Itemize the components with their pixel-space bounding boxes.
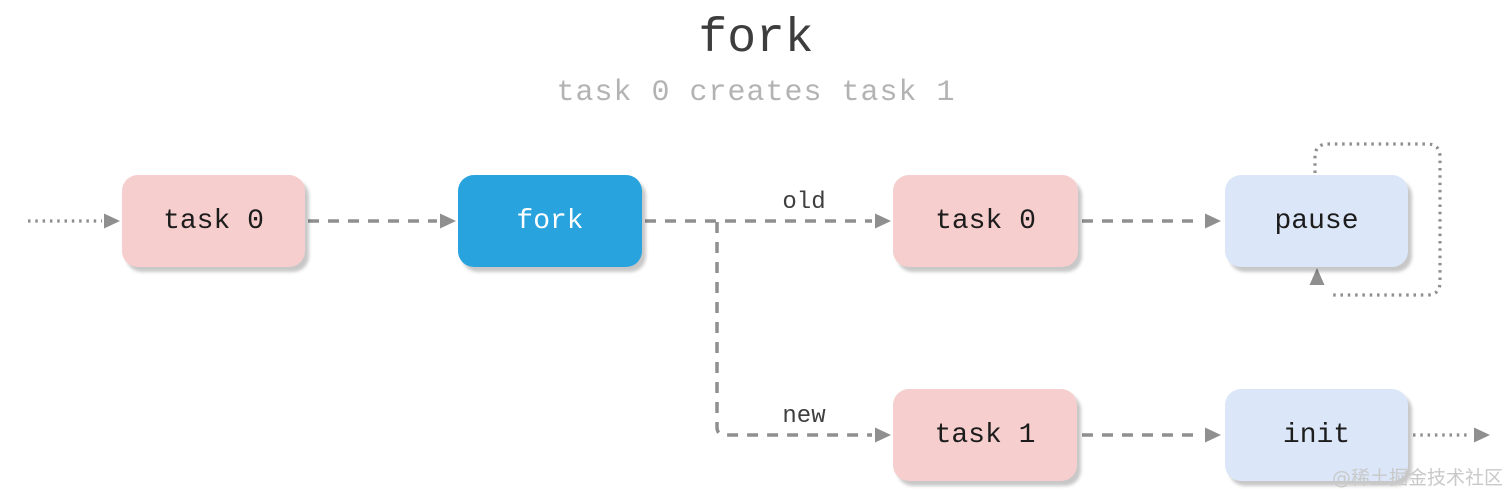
arrowhead-exit <box>1474 427 1490 443</box>
node-task0-before-fork: task 0 <box>122 175 305 267</box>
arrowhead-task1-to-init <box>1205 427 1221 443</box>
node-label: task 0 <box>163 205 264 237</box>
arrowhead-pause-loop <box>1309 268 1325 285</box>
arrowhead-new <box>875 427 891 443</box>
edge-label-old: old <box>770 191 838 215</box>
node-label: task 1 <box>934 419 1036 451</box>
watermark: @稀土掘金技术社区 <box>1332 467 1504 489</box>
node-fork: fork <box>458 175 642 267</box>
diagram-title: fork <box>698 12 814 66</box>
node-init: init <box>1225 389 1408 481</box>
arrowhead-entry <box>104 213 120 229</box>
arrowhead-task0-to-fork <box>440 213 456 229</box>
arrowhead-old <box>875 213 891 229</box>
node-task1: task 1 <box>893 389 1077 481</box>
node-label: init <box>1282 419 1351 451</box>
edge-pause-self-loop <box>1313 142 1442 297</box>
node-task0-after-fork: task 0 <box>893 175 1078 267</box>
edge-label-new: new <box>770 405 838 429</box>
node-label: fork <box>516 205 584 237</box>
arrowhead-task0-to-pause <box>1205 213 1221 229</box>
node-label: task 0 <box>935 205 1036 237</box>
diagram-subtitle: task 0 creates task 1 <box>556 76 956 110</box>
node-pause: pause <box>1225 175 1408 267</box>
edge-fork-to-task1-new <box>715 222 872 437</box>
node-label: pause <box>1274 205 1359 237</box>
